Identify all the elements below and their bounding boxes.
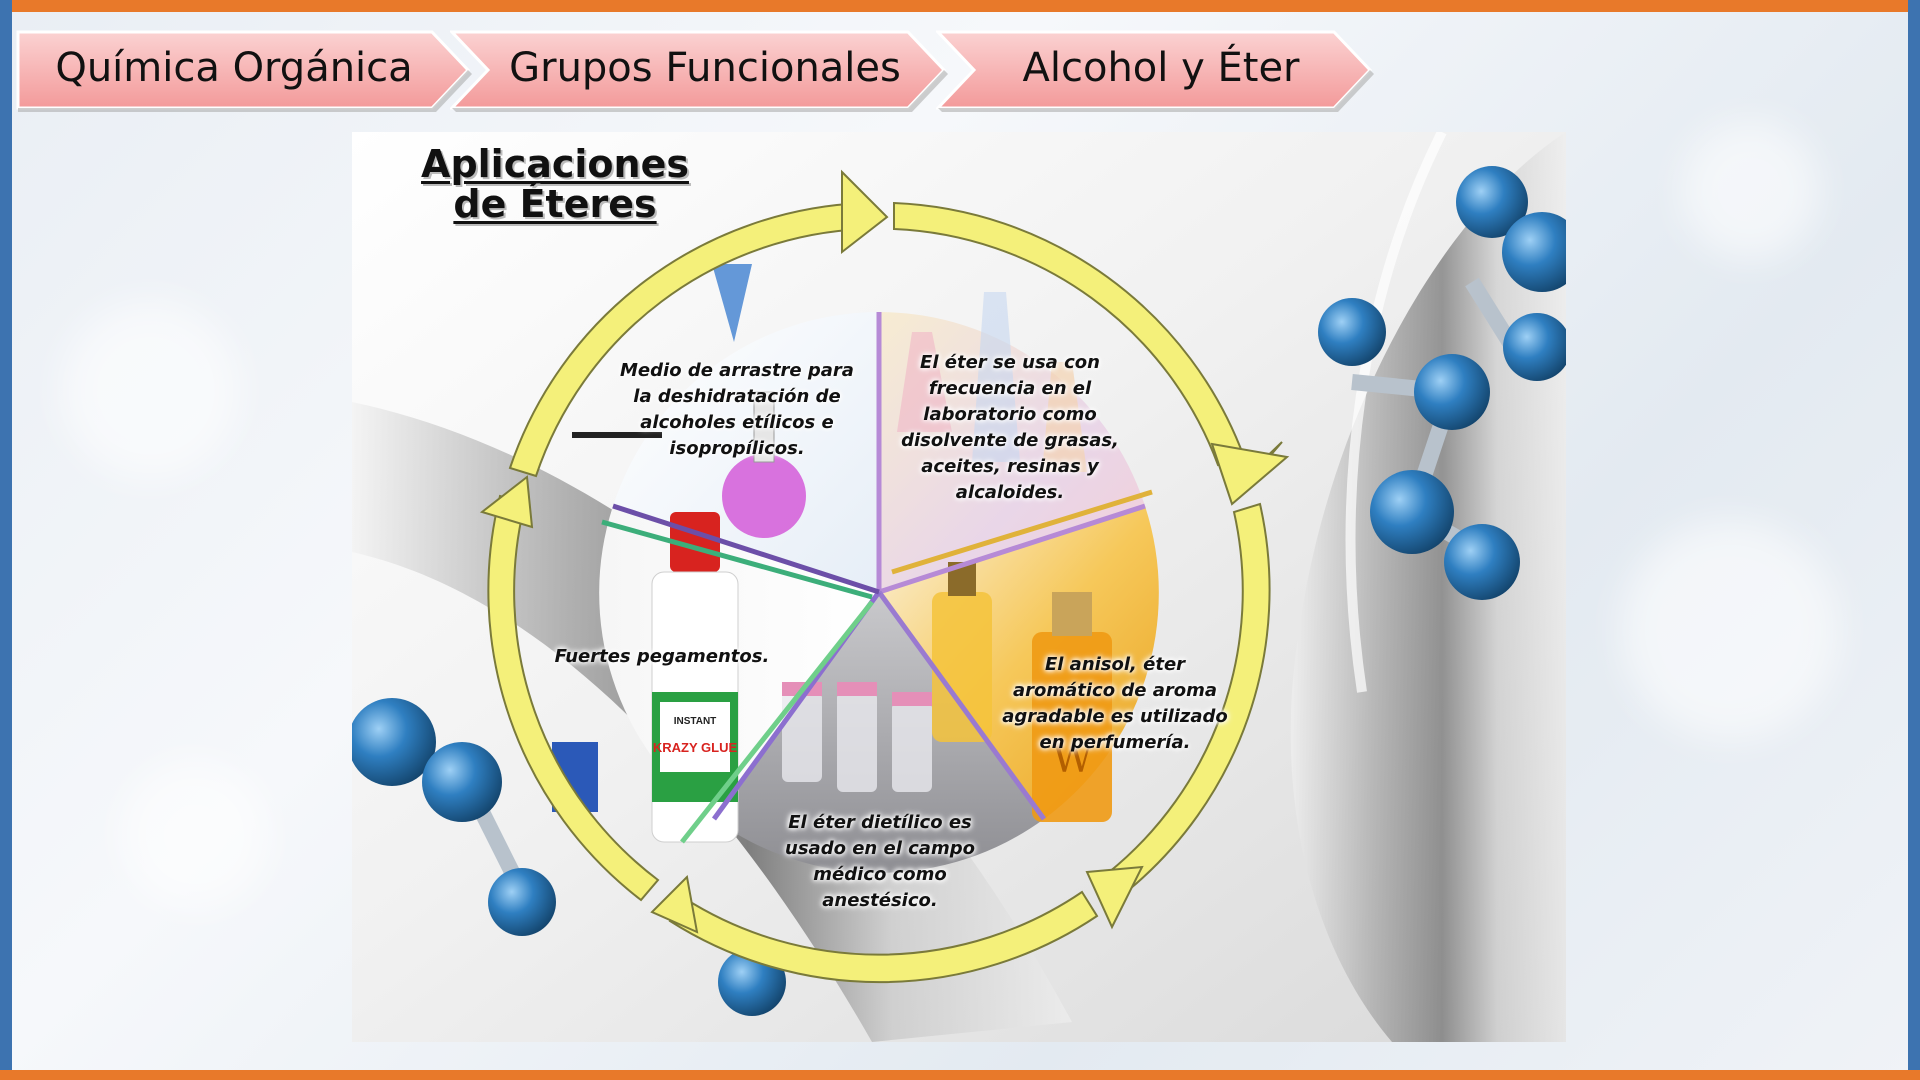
- breadcrumb-item-alcohol-eter[interactable]: Alcohol y Éter: [936, 28, 1376, 112]
- right-frame-bar: [1908, 0, 1920, 1080]
- arrow-head: [1085, 865, 1144, 930]
- glue-bottle-illustration: INSTANT KRAZY GLUE: [552, 512, 739, 843]
- breadcrumb-item-quimica-organica[interactable]: Química Orgánica: [14, 28, 474, 112]
- breadcrumb-label: Química Orgánica: [55, 45, 413, 91]
- molecule-model: [1318, 166, 1566, 600]
- segment-text-perfume: El anisol, éter aromático de aroma agrad…: [1002, 654, 1228, 753]
- breadcrumb: Química Orgánica Grupos Funcionales Alco…: [14, 28, 1374, 112]
- background-bokeh: [1680, 120, 1820, 260]
- segment-dividers: [601, 312, 1153, 844]
- background-bokeh: [120, 760, 270, 910]
- background-bokeh: [60, 300, 240, 480]
- perfume-bottle-mark: W: [1052, 736, 1093, 782]
- bottom-accent-bar: [0, 1070, 1920, 1080]
- arrow-head: [1210, 442, 1290, 506]
- breadcrumb-item-grupos-funcionales[interactable]: Grupos Funcionales: [450, 28, 950, 112]
- ethers-applications-figure: W INSTANT KRAZY GLUE: [352, 132, 1566, 1042]
- left-frame-bar: [0, 0, 12, 1080]
- background-bokeh: [1620, 520, 1840, 740]
- cycle-diagram: W INSTANT KRAZY GLUE: [352, 132, 1566, 1042]
- glue-tag-label: INSTANT: [674, 716, 717, 727]
- lab-glassware-illustration: [897, 292, 1087, 472]
- arrow-head: [479, 475, 534, 529]
- segment-medical: [714, 592, 1044, 873]
- glue-brand-label: KRAZY GLUE: [653, 740, 738, 755]
- breadcrumb-label: Grupos Funcionales: [509, 45, 901, 91]
- segment-text-laboratory: El éter se usa con frecuencia en el labo…: [901, 352, 1119, 503]
- segment-text-dehydration: Medio de arrastre para la deshidratación…: [620, 360, 854, 459]
- figure-title: Aplicaciones de Éteres: [421, 142, 689, 226]
- perfume-bottles-illustration: W: [932, 562, 1112, 822]
- top-accent-bar: [0, 0, 1920, 12]
- flask-illustration: [572, 264, 806, 538]
- vials-illustration: [782, 682, 932, 792]
- arrow-head: [841, 169, 889, 255]
- breadcrumb-label: Alcohol y Éter: [1022, 45, 1300, 91]
- cycle-arrows: [479, 169, 1290, 984]
- segment-text-medical: El éter dietílico es usado en el campo m…: [785, 812, 975, 911]
- metal-swoosh: [1290, 132, 1566, 1042]
- arrow-head: [650, 874, 699, 934]
- segment-text-glue: Fuertes pegamentos.: [554, 646, 770, 667]
